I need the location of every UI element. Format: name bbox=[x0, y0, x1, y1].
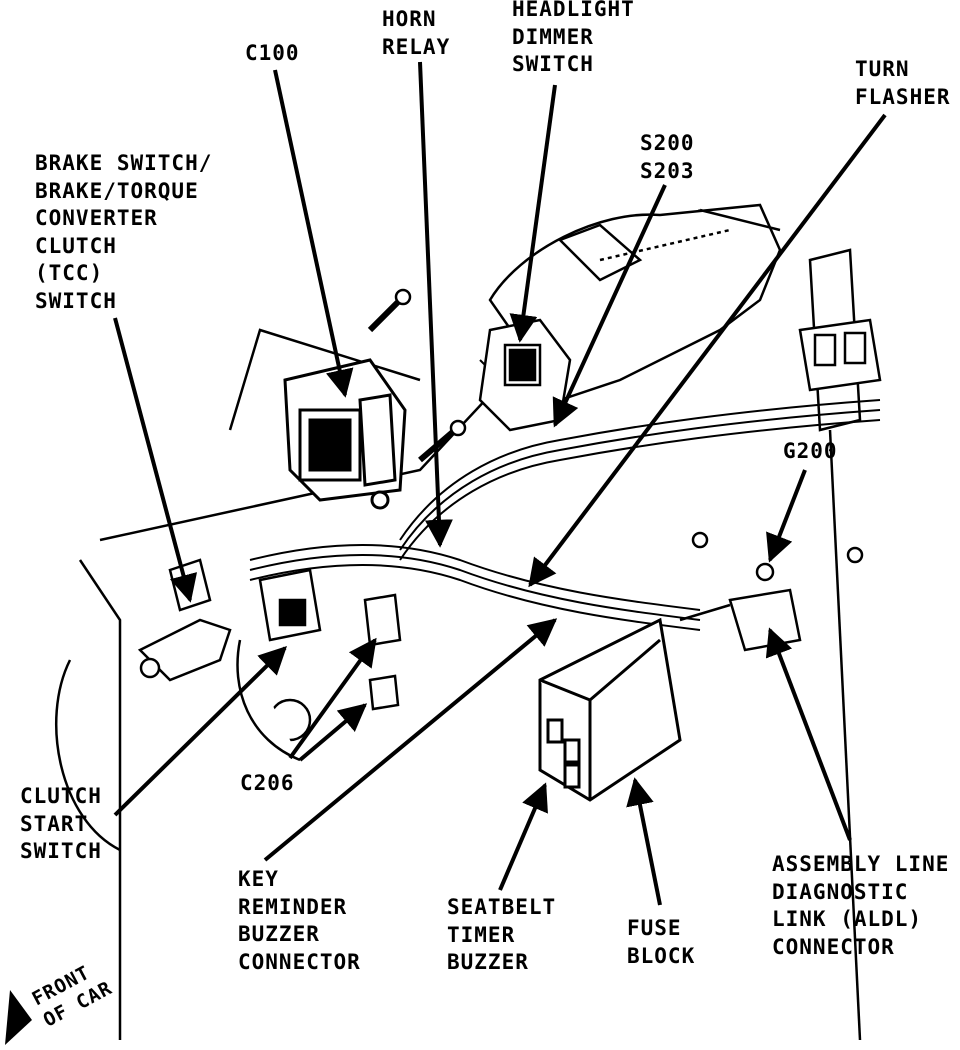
label-s200-s203-line: S203 bbox=[640, 158, 695, 183]
label-c206-line: C206 bbox=[240, 771, 295, 795]
ecm-module bbox=[283, 358, 407, 510]
label-horn-relay: HORN RELAY bbox=[382, 6, 450, 61]
label-headlight-dimmer-switch-line: HEADLIGHT bbox=[512, 0, 635, 21]
label-seatbelt-timer-buzzer-line: SEATBELT bbox=[447, 895, 557, 919]
label-brake-switch: BRAKE SWITCH/BRAKE/TORQUE CONVERTER CLUTCH… bbox=[35, 150, 212, 315]
g200-ground bbox=[679, 562, 802, 652]
label-seatbelt-timer-buzzer-line: BUZZER bbox=[447, 950, 529, 974]
c206-connector bbox=[363, 593, 402, 711]
label-fuse-block: FUSE BLOCK bbox=[627, 915, 695, 970]
leader-c206-b bbox=[298, 703, 368, 762]
leader-g200 bbox=[766, 469, 807, 563]
label-seatbelt-timer-buzzer: SEATBELT TIMER BUZZER bbox=[447, 894, 556, 977]
leader-lines bbox=[113, 61, 887, 906]
label-headlight-dimmer-switch-line: DIMMER bbox=[512, 24, 594, 49]
label-headlight-dimmer-switch: HEADLIGHT DIMMER SWITCH bbox=[512, 0, 635, 79]
leader-clutch-start bbox=[113, 646, 287, 817]
label-brake-switch-line: (TCC) bbox=[35, 261, 104, 285]
leader-horn-relay bbox=[418, 61, 453, 548]
leader-s200 bbox=[552, 184, 667, 428]
label-g200: G200 bbox=[783, 438, 838, 466]
leader-aldl bbox=[765, 627, 852, 841]
label-fuse-block-line: BLOCK bbox=[627, 943, 696, 968]
label-brake-switch-line: SWITCH bbox=[35, 288, 117, 313]
fuse-block-component bbox=[538, 617, 682, 802]
leader-headlight-dimmer bbox=[509, 84, 557, 343]
label-key-reminder-buzzer-connector-line: BUZZER bbox=[238, 922, 320, 946]
leader-brake-switch bbox=[113, 317, 198, 603]
label-key-reminder-buzzer-connector: KEY REMINDER BUZZER CONNECTOR bbox=[238, 866, 361, 976]
label-clutch-start-switch-line: START bbox=[20, 811, 89, 836]
label-fuse-block-line: FUSE bbox=[627, 916, 682, 940]
label-key-reminder-buzzer-connector-line: REMINDER bbox=[238, 894, 348, 919]
label-aldl-connector-line: ASSEMBLY LINE bbox=[772, 852, 950, 876]
label-aldl-connector: ASSEMBLY LINE DIAGNOSTIC LINK (ALDL) CONNEC… bbox=[772, 851, 949, 961]
clutch-start-component bbox=[236, 568, 322, 762]
label-s200-s203-line: S200 bbox=[640, 131, 695, 155]
front-of-car-arrow bbox=[5, 990, 32, 1045]
leader-c206-a bbox=[288, 637, 377, 760]
label-turn-flasher-line: TURN bbox=[855, 57, 910, 81]
label-turn-flasher-line: FLASHER bbox=[855, 84, 951, 109]
brake-switch-component bbox=[137, 558, 232, 682]
label-clutch-start-switch: CLUTCH START SWITCH bbox=[20, 783, 102, 866]
label-brake-switch-line: CLUTCH bbox=[35, 233, 117, 258]
label-brake-switch-line: CONVERTER bbox=[35, 206, 158, 230]
main-harness bbox=[249, 349, 881, 631]
leader-seatbelt-timer bbox=[498, 782, 548, 891]
label-turn-flasher: TURN FLASHER bbox=[855, 56, 951, 111]
leader-key-reminder bbox=[263, 618, 558, 862]
label-headlight-dimmer-switch-line: SWITCH bbox=[512, 52, 594, 76]
label-g200-line: G200 bbox=[783, 439, 838, 463]
label-horn-relay-line: RELAY bbox=[382, 34, 451, 59]
label-clutch-start-switch-line: SWITCH bbox=[20, 839, 102, 863]
label-aldl-connector-line: CONNECTOR bbox=[772, 934, 895, 959]
leader-c100 bbox=[273, 69, 354, 398]
label-clutch-start-switch-line: CLUTCH bbox=[20, 784, 102, 808]
label-aldl-connector-line: DIAGNOSTIC bbox=[772, 879, 909, 904]
label-c206: C206 bbox=[240, 770, 295, 798]
label-seatbelt-timer-buzzer-line: TIMER bbox=[447, 922, 516, 947]
label-brake-switch-line: BRAKE SWITCH/ bbox=[35, 151, 213, 175]
label-aldl-connector-line: LINK (ALDL) bbox=[772, 907, 923, 931]
leader-turn-flasher bbox=[528, 113, 887, 588]
label-horn-relay-line: HORN bbox=[382, 7, 437, 31]
label-key-reminder-buzzer-connector-line: KEY bbox=[238, 867, 279, 891]
label-c100: C100 bbox=[245, 40, 300, 68]
leader-fuse-block bbox=[626, 777, 662, 906]
label-key-reminder-buzzer-connector-line: CONNECTOR bbox=[238, 949, 361, 974]
aldl-bracket bbox=[798, 318, 882, 392]
label-brake-switch-line: BRAKE/TORQUE bbox=[35, 178, 199, 203]
label-c100-line: C100 bbox=[245, 41, 300, 65]
